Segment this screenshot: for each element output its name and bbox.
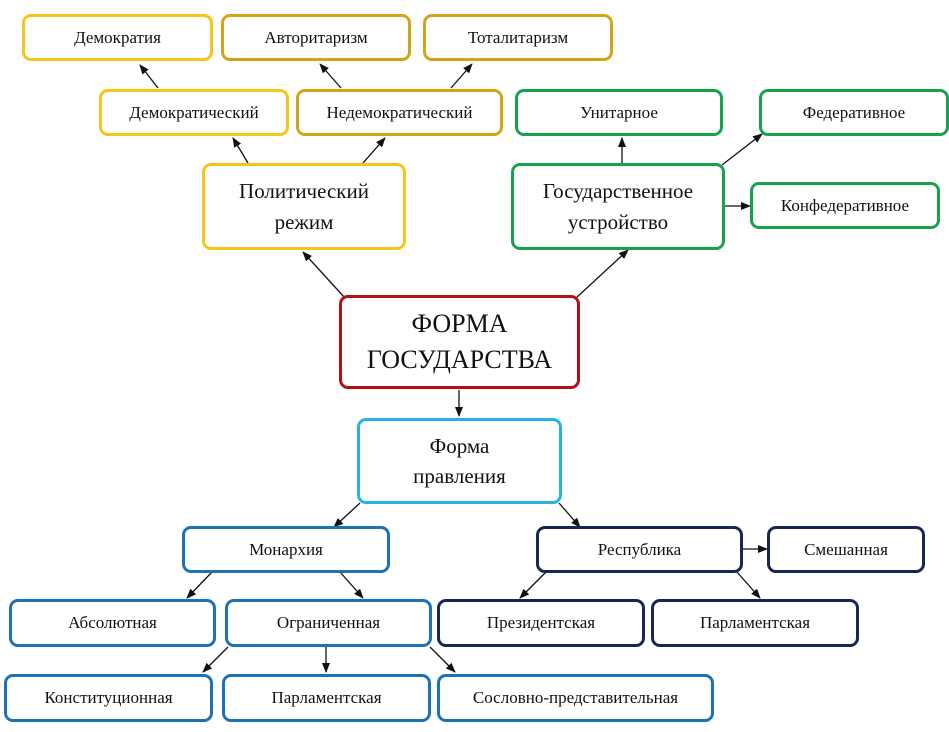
node-authoritarianism: Авторитаризм: [221, 14, 411, 61]
node-non-democratic: Недемократический: [296, 89, 503, 136]
arrow-root-political: [302, 251, 346, 299]
node-limited-monarchy: Ограниченная: [225, 599, 432, 647]
arrow-root-structure: [575, 249, 629, 299]
node-republic: Республика: [536, 526, 743, 573]
arrow-government-republic: [558, 502, 581, 528]
arrow-monarchy-limited: [339, 571, 364, 599]
node-parliamentary-monarchy: Парламентская: [222, 674, 431, 722]
node-federal: Федеративное: [759, 89, 949, 136]
arrow-monarchy-absolute: [186, 571, 213, 599]
node-monarchy: Монархия: [182, 526, 390, 573]
arrow-government-monarchy: [333, 502, 361, 528]
node-democratic: Демократический: [99, 89, 289, 136]
node-constitutional-monarchy: Конституционная: [4, 674, 213, 722]
arrow-nondemocratic-totalitarianism: [450, 63, 473, 89]
node-presidential-republic: Президентская: [437, 599, 645, 647]
arrow-structure-federal: [721, 133, 763, 166]
node-parliamentary-republic: Парламентская: [651, 599, 859, 647]
node-confederal: Конфедеративное: [750, 182, 940, 229]
arrow-political-nondemocratic: [362, 137, 386, 164]
arrow-republic-presidential: [519, 571, 547, 599]
node-estate-representative-monarchy: Сословно-представительная: [437, 674, 714, 722]
node-unitary: Унитарное: [515, 89, 723, 136]
node-totalitarianism: Тоталитаризм: [423, 14, 613, 61]
node-mixed-republic: Смешанная: [767, 526, 925, 573]
arrow-democratic-democracy: [139, 64, 159, 89]
arrow-political-democratic: [232, 137, 249, 164]
node-form-of-state: ФОРМА ГОСУДАРСТВА: [339, 295, 580, 389]
node-democracy: Демократия: [22, 14, 213, 61]
node-political-regime: Политический режим: [202, 163, 406, 250]
arrow-republic-parliamentary: [736, 571, 761, 599]
arrow-limited-constitutional: [202, 646, 229, 673]
node-absolute-monarchy: Абсолютная: [9, 599, 216, 647]
node-form-of-government: Форма правления: [357, 418, 562, 504]
arrow-limited-estate: [429, 646, 456, 673]
node-state-structure: Государственное устройство: [511, 163, 725, 250]
arrow-nondemocratic-authoritarianism: [319, 63, 342, 89]
